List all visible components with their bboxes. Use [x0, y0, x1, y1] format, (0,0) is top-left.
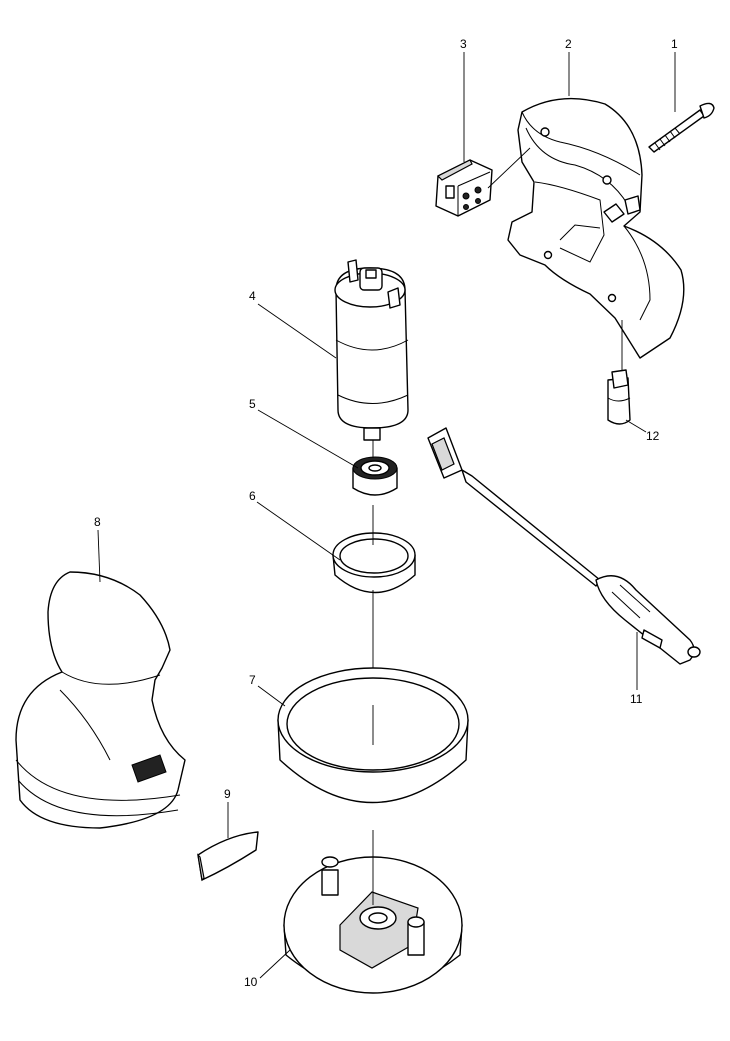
- callout-2: 2: [565, 37, 572, 51]
- callout-9: 9: [224, 787, 231, 801]
- callout-6: 6: [249, 489, 256, 503]
- part-6-ring[interactable]: [332, 532, 416, 594]
- assembly-axis-lines: [372, 147, 623, 905]
- callout-7: 7: [249, 673, 256, 687]
- part-5-bearing[interactable]: [352, 456, 398, 496]
- callout-labels: 1 2 3 4 5 6 7 8 9 10 11 12: [94, 37, 678, 989]
- part-8-housing[interactable]: [15, 571, 186, 829]
- part-1-screw[interactable]: [648, 102, 715, 153]
- part-7-large-ring[interactable]: [277, 667, 469, 804]
- callout-5: 5: [249, 397, 256, 411]
- part-12-brush-holder[interactable]: [607, 369, 631, 425]
- callout-8: 8: [94, 515, 101, 529]
- callout-10: 10: [244, 975, 258, 989]
- part-4-motor[interactable]: [334, 259, 409, 441]
- part-11-cord[interactable]: [427, 427, 701, 665]
- callout-1: 1: [671, 37, 678, 51]
- callout-11: 11: [630, 692, 643, 706]
- callout-3: 3: [460, 37, 467, 51]
- callout-12: 12: [646, 429, 660, 443]
- part-2-housing-cover[interactable]: [507, 97, 685, 359]
- part-3-switch[interactable]: [435, 159, 493, 217]
- part-9-pad[interactable]: [197, 831, 259, 882]
- leader-lines: [97, 52, 676, 979]
- part-10-base-plate[interactable]: [283, 856, 463, 994]
- callout-4: 4: [249, 289, 256, 303]
